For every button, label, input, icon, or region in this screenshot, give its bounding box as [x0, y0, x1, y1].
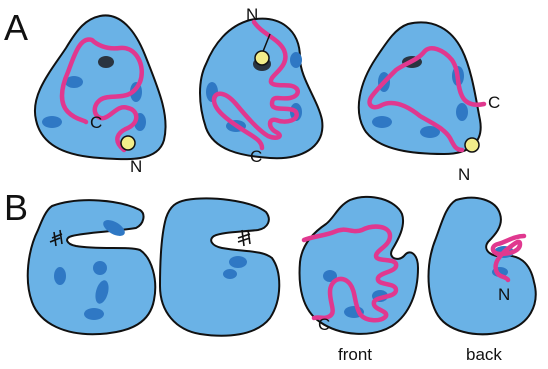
surface-patch [42, 116, 62, 128]
surface-patch [290, 52, 302, 68]
protein-body [429, 198, 536, 335]
c-terminus-label: C [488, 93, 500, 112]
panel-label-a: A [4, 7, 28, 48]
c-terminus-label: C [318, 315, 330, 334]
tag-bead [465, 138, 479, 152]
c-terminus-label: C [90, 113, 102, 132]
tag-bead [121, 136, 135, 150]
surface-patch [54, 267, 66, 285]
n-terminus-label: N [458, 165, 470, 184]
panel-a-protein-3: C N [359, 22, 501, 184]
surface-patch [93, 261, 107, 275]
surface-patch [223, 269, 237, 279]
panel-b-protein-back: N back [429, 198, 536, 364]
front-caption: front [338, 345, 372, 364]
surface-patch [84, 308, 104, 320]
tag-bead [255, 51, 269, 65]
surface-patch [372, 116, 392, 128]
surface-patch [456, 103, 468, 121]
panel-b-protein-2 [160, 199, 279, 336]
protein-body [200, 19, 322, 158]
panel-label-b: B [4, 187, 28, 228]
protein-body [160, 199, 279, 336]
panel-b-protein-front: C front [300, 197, 418, 364]
back-caption: back [466, 345, 502, 364]
panel-a-protein-1: C N [35, 15, 166, 176]
protein-body [35, 15, 166, 159]
n-terminus-label: N [498, 285, 510, 304]
binding-site [98, 56, 114, 68]
n-terminus-label: N [246, 5, 258, 24]
surface-patch [229, 256, 247, 268]
panel-a-protein-2: N C [200, 5, 322, 166]
panel-b-protein-1 [28, 200, 155, 334]
c-terminus-label: C [250, 147, 262, 166]
n-terminus-label: N [130, 157, 142, 176]
